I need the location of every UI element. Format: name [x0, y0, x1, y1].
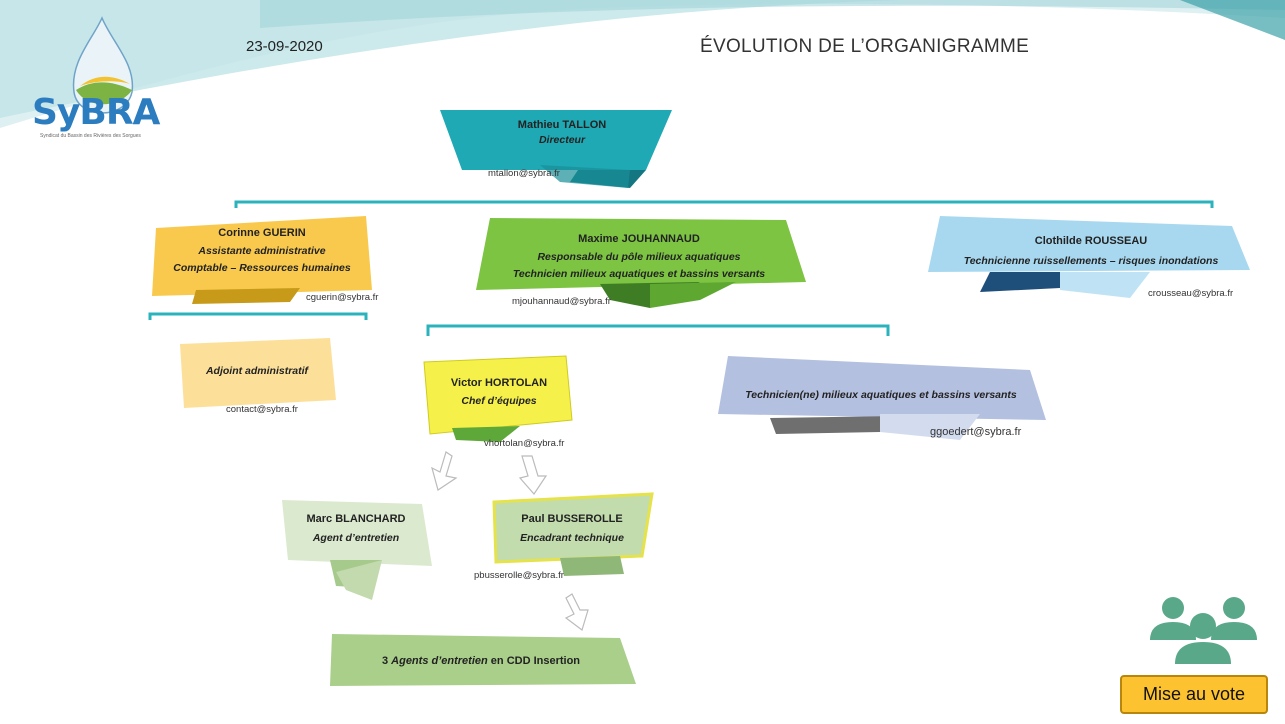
hortolan-role: Chef d’équipes: [461, 394, 537, 407]
rousseau-name: Clothilde ROUSSEAU: [1034, 235, 1148, 247]
director-email: mtallon@sybra.fr: [488, 168, 560, 179]
busserolle-email: pbusserolle@sybra.fr: [474, 570, 564, 581]
guerin-box: Corinne GUERIN Assistante administrative…: [156, 226, 368, 275]
hortolan-name: Victor HORTOLAN: [450, 377, 548, 389]
connectors: [148, 200, 1214, 336]
logo-subtext: Syndicat du Bassin des Rivières des Sorg…: [40, 133, 141, 139]
rousseau-box: Clothilde ROUSSEAU Technicienne ruissell…: [934, 234, 1248, 268]
technicien-role: Technicien(ne) milieux aquatiques et bas…: [745, 389, 1017, 401]
agents-suffix: en CDD Insertion: [490, 655, 581, 667]
header-swoosh: [0, 0, 1285, 128]
blanchard-box: Marc BLANCHARD Agent d’entretien: [290, 512, 422, 545]
agents-box: 3 Agents d’entretien en CDD Insertion: [336, 654, 626, 669]
rousseau-email: crousseau@sybra.fr: [1148, 288, 1234, 299]
vote-button[interactable]: Mise au vote: [1120, 675, 1268, 714]
adjoint-shape: [180, 338, 336, 408]
slide-title: ÉVOLUTION DE L’ORGANIGRAMME: [700, 36, 1030, 57]
director-shape: [440, 110, 672, 188]
logo-wordmark: SyBRA: [32, 92, 160, 133]
jouhannaud-name: Maxime JOUHANNAUD: [578, 233, 700, 245]
people-group-icon: [1150, 597, 1257, 664]
adjoint-email: contact@sybra.fr: [226, 404, 298, 415]
jouhannaud-email: mjouhannaud@sybra.fr: [512, 296, 611, 307]
guerin-shape: [152, 216, 372, 304]
director-role: Directeur: [538, 133, 586, 146]
agents-shape: [330, 634, 636, 686]
director-box: Mathieu TALLON Directeur: [472, 118, 652, 147]
jouhannaud-role-2: Technicien milieux aquatiques et bassins…: [512, 268, 766, 281]
agents-count: 3: [381, 655, 389, 667]
guerin-role-1: Assistante administrative: [198, 244, 326, 257]
blanchard-role: Agent d’entretien: [312, 531, 400, 544]
arrows: [431, 451, 589, 631]
adjoint-role: Adjoint administratif: [205, 365, 309, 377]
slide-date: 23-09-2020: [246, 38, 323, 55]
guerin-name: Corinne GUERIN: [218, 227, 306, 239]
jouhannaud-role-1: Responsable du pôle milieux aquatiques: [537, 250, 741, 263]
busserolle-shape: [492, 492, 654, 576]
hortolan-shape: [423, 355, 573, 442]
hortolan-box: Victor HORTOLAN Chef d’équipes: [428, 376, 570, 408]
busserolle-box: Paul BUSSEROLLE Encadrant technique: [496, 512, 648, 545]
blanchard-name: Marc BLANCHARD: [306, 513, 406, 525]
sybra-logo: [72, 16, 134, 114]
technicien-box: Technicien(ne) milieux aquatiques et bas…: [718, 388, 1044, 402]
technicien-email: ggoedert@sybra.fr: [930, 426, 1022, 438]
busserolle-role: Encadrant technique: [520, 531, 624, 544]
busserolle-name: Paul BUSSEROLLE: [521, 513, 623, 525]
adjoint-box: Adjoint administratif: [182, 364, 332, 378]
agents-role: Agents d’entretien: [391, 655, 488, 667]
jouhannaud-box: Maxime JOUHANNAUD Responsable du pôle mi…: [484, 232, 794, 281]
director-name: Mathieu TALLON: [517, 119, 607, 131]
hortolan-email: vhortolan@sybra.fr: [484, 438, 565, 449]
jouhannaud-shape: [476, 218, 806, 308]
guerin-role-2: Comptable – Ressources humaines: [173, 262, 351, 275]
guerin-email: cguerin@sybra.fr: [306, 292, 379, 303]
rousseau-shape: [928, 216, 1250, 298]
technicien-shape: [718, 356, 1046, 440]
rousseau-role-1: Technicienne ruissellements – risques in…: [963, 254, 1219, 267]
blanchard-shape: [282, 500, 432, 600]
